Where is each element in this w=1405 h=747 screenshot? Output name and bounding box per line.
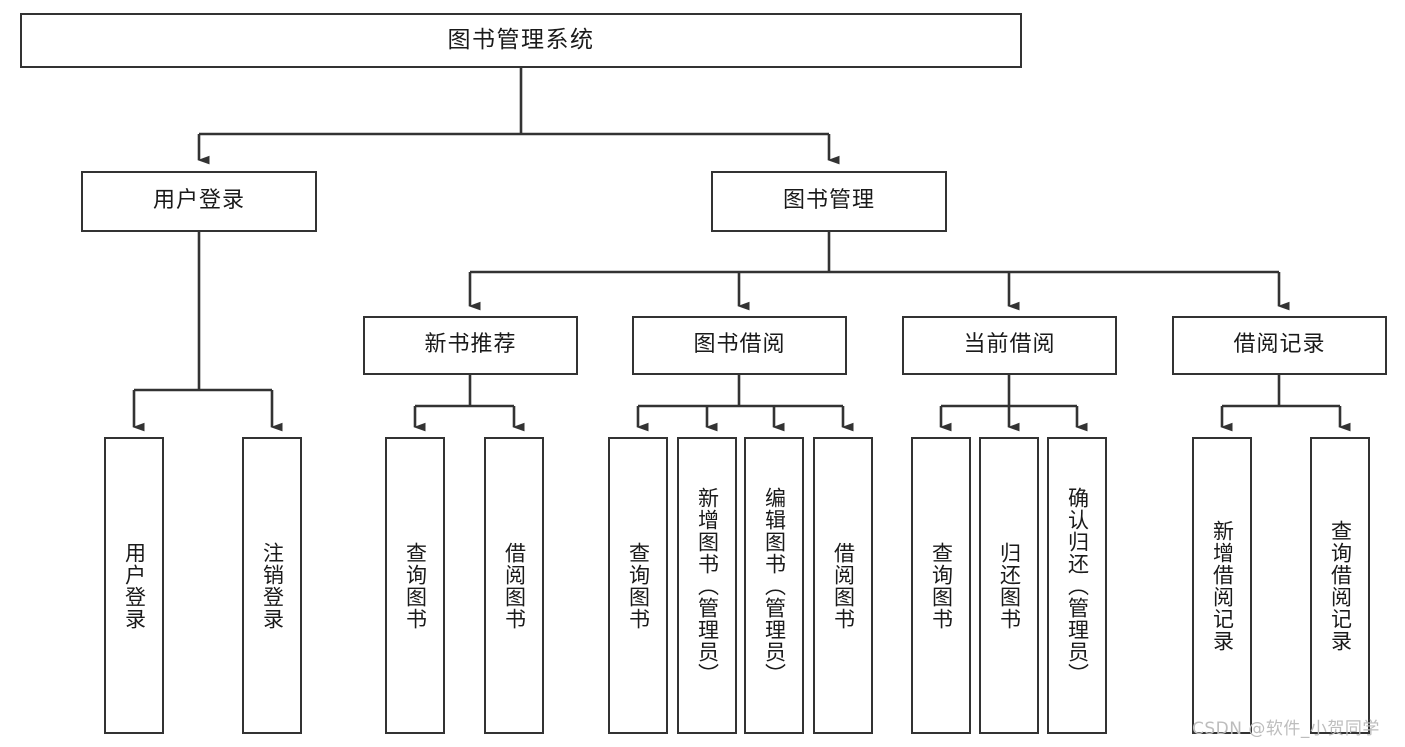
leaf-label: 查询图书 xyxy=(403,541,428,630)
node-current-borrow[interactable]: 当前借阅 xyxy=(902,316,1117,375)
leaf-user-login[interactable]: 用户登录 xyxy=(104,437,164,734)
node-user-login[interactable]: 用户登录 xyxy=(81,171,317,232)
node-new-book-recommend[interactable]: 新书推荐 xyxy=(363,316,578,375)
node-borrow-record[interactable]: 借阅记录 xyxy=(1172,316,1387,375)
leaf-confirm-return[interactable]: 确认归还（管理员） xyxy=(1047,437,1107,734)
leaf-label: 查询借阅记录 xyxy=(1328,519,1353,652)
node-book-manage[interactable]: 图书管理 xyxy=(711,171,947,232)
leaf-label: 归还图书 xyxy=(997,541,1022,630)
node-root-system[interactable]: 图书管理系统 xyxy=(20,13,1022,68)
leaf-logout-login[interactable]: 注销登录 xyxy=(242,437,302,734)
leaf-label: 编辑图书（管理员） xyxy=(762,486,787,685)
node-book-borrow[interactable]: 图书借阅 xyxy=(632,316,847,375)
leaf-return-book[interactable]: 归还图书 xyxy=(979,437,1039,734)
leaf-label: 查询图书 xyxy=(929,541,954,630)
leaf-borrow-book-1[interactable]: 借阅图书 xyxy=(484,437,544,734)
leaf-borrow-book-2[interactable]: 借阅图书 xyxy=(813,437,873,734)
leaf-edit-book[interactable]: 编辑图书（管理员） xyxy=(744,437,804,734)
leaf-label: 新增图书（管理员） xyxy=(695,486,720,685)
leaf-add-book[interactable]: 新增图书（管理员） xyxy=(677,437,737,734)
leaf-label: 查询图书 xyxy=(626,541,651,630)
leaf-query-book-1[interactable]: 查询图书 xyxy=(385,437,445,734)
leaf-label: 用户登录 xyxy=(122,541,147,630)
leaf-query-book-3[interactable]: 查询图书 xyxy=(911,437,971,734)
leaf-label: 借阅图书 xyxy=(831,541,856,630)
leaf-query-record[interactable]: 查询借阅记录 xyxy=(1310,437,1370,734)
leaf-label: 借阅图书 xyxy=(502,541,527,630)
leaf-add-record[interactable]: 新增借阅记录 xyxy=(1192,437,1252,734)
leaf-query-book-2[interactable]: 查询图书 xyxy=(608,437,668,734)
leaf-label: 新增借阅记录 xyxy=(1210,519,1235,652)
csdn-watermark: CSDN @软件_小贺同学 xyxy=(1192,719,1380,739)
leaf-label: 注销登录 xyxy=(260,541,285,630)
leaf-label: 确认归还（管理员） xyxy=(1065,486,1090,685)
